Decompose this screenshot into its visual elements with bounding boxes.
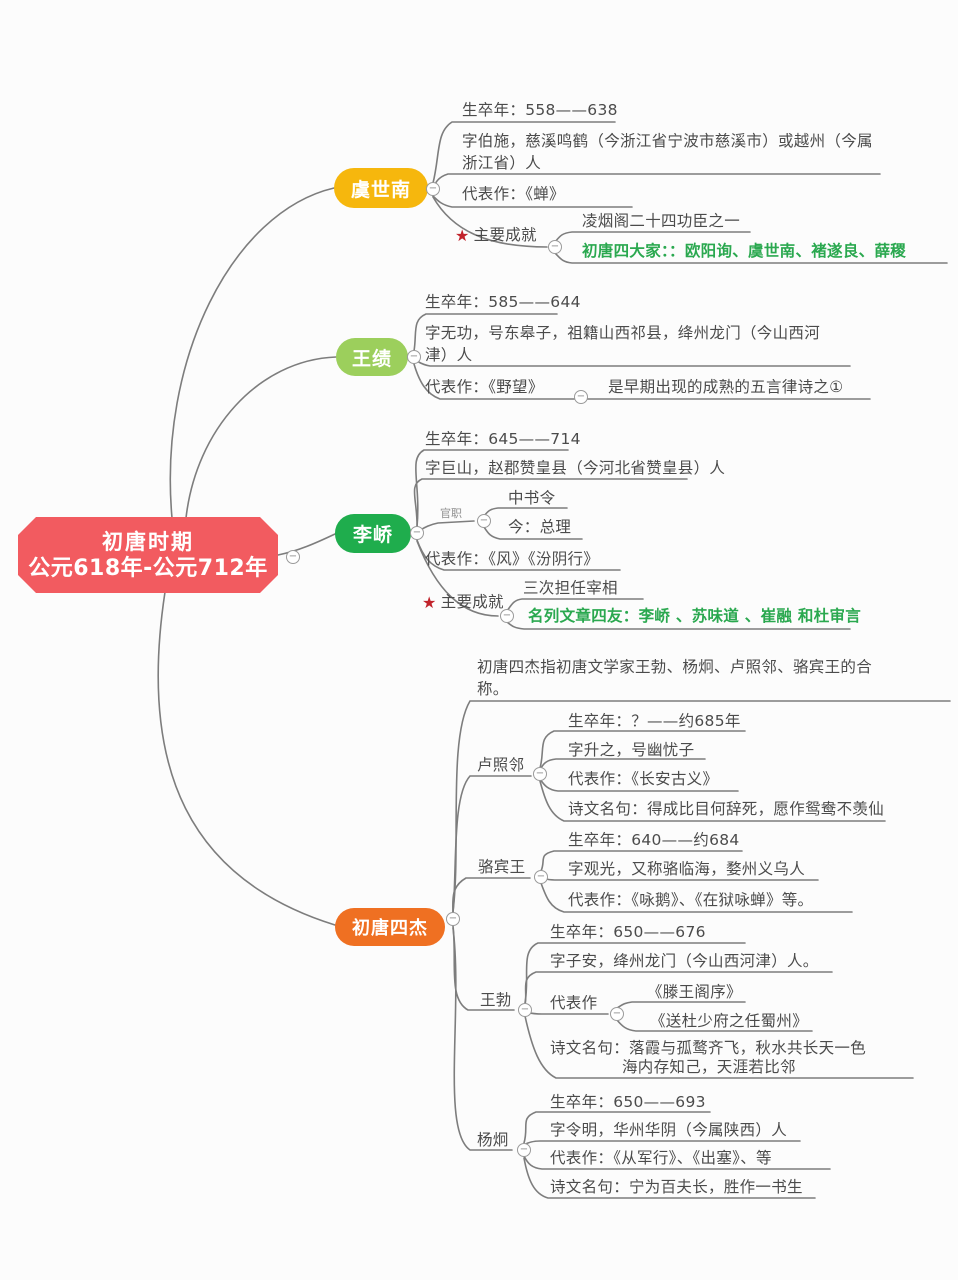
wangbo-dates[interactable]: 生卒年：650——676 <box>550 923 706 941</box>
liqiao-achievement-2[interactable]: 名列文章四友：李峤 、苏味道 、崔融 和杜审言 <box>528 607 862 625</box>
yushinan-bio[interactable]: 字伯施，慈溪鸣鹤（今浙江省宁波市慈溪市）或越州（今属浙江省）人 <box>462 132 873 172</box>
collapse-control-luzhaolin[interactable]: − <box>533 767 547 781</box>
star-icon: ★ <box>455 225 470 245</box>
collapse-control-sijie[interactable]: − <box>446 912 460 926</box>
collapse-control-yushinan-achv[interactable]: − <box>548 240 562 254</box>
sijie-intro[interactable]: 初唐四杰指初唐文学家王勃、杨炯、卢照邻、骆宾王的合称。 <box>477 658 873 698</box>
collapse-control-wangji[interactable]: − <box>407 350 421 364</box>
root-period: 公元618年-公元712年 <box>28 555 268 581</box>
collapse-control-yangjiong[interactable]: − <box>517 1143 531 1157</box>
poet-luzhaolin[interactable]: 卢照邻 <box>477 756 525 774</box>
wangbo-works-label[interactable]: 代表作 <box>550 994 598 1012</box>
yushinan-achievement-topic[interactable]: ★ 主要成就 <box>455 225 537 246</box>
wangbo-zi[interactable]: 字子安，绛州龙门（今山西河津）人。 <box>550 952 819 970</box>
node-yushinan[interactable]: 虞世南 <box>334 168 428 208</box>
liqiao-achievement-topic[interactable]: ★ 主要成就 <box>422 592 504 613</box>
luobinwang-dates[interactable]: 生卒年：640——约684 <box>568 831 740 849</box>
poet-luobinwang[interactable]: 骆宾王 <box>478 858 526 876</box>
luobinwang-works[interactable]: 代表作：《咏鹅》、《在狱咏蝉》等。 <box>568 891 814 909</box>
collapse-control-yushinan[interactable]: − <box>426 182 440 196</box>
luobinwang-zi[interactable]: 字观光，又称骆临海，婺州义乌人 <box>568 860 806 878</box>
yushinan-achievement-1[interactable]: 凌烟阁二十四功臣之一 <box>582 212 741 230</box>
collapse-control-wangji-works[interactable]: − <box>574 390 588 404</box>
collapse-control-liqiao-achv[interactable]: − <box>500 609 514 623</box>
wangbo-quote-line2[interactable]: 海内存知己，天涯若比邻 <box>622 1058 796 1076</box>
wangbo-quote-line1[interactable]: 诗文名句：落霞与孤鹜齐飞，秋水共长天一色 <box>550 1039 867 1057</box>
yushinan-dates[interactable]: 生卒年：558——638 <box>462 101 618 119</box>
root-node[interactable]: 初唐时期 公元618年-公元712年 <box>18 517 278 593</box>
sijie-lines <box>451 700 951 1151</box>
achievement-label: 主要成就 <box>473 226 537 244</box>
wangji-works[interactable]: 代表作：《野望》 <box>425 378 544 396</box>
node-wangji[interactable]: 王绩 <box>336 338 408 376</box>
wangji-dates[interactable]: 生卒年：585——644 <box>425 293 581 311</box>
wangbo-work-1[interactable]: 《滕王阁序》 <box>647 983 742 1001</box>
collapse-control-wangbo-works[interactable]: − <box>610 1007 624 1021</box>
wangji-bio[interactable]: 字无功，号东皋子，祖籍山西祁县，绛州龙门（今山西河津）人 <box>425 324 821 364</box>
poet-wangbo[interactable]: 王勃 <box>480 991 512 1009</box>
collapse-control-wangbo[interactable]: − <box>518 1003 532 1017</box>
luzhaolin-works[interactable]: 代表作：《长安古义》 <box>568 770 719 788</box>
collapse-control-root[interactable]: − <box>286 550 300 564</box>
collapse-control-liqiao-office[interactable]: − <box>477 514 491 528</box>
yangjiong-quote[interactable]: 诗文名句：宁为百夫长，胜作一书生 <box>550 1178 803 1196</box>
root-branch-lines <box>157 187 337 926</box>
liqiao-bio[interactable]: 字巨山，赵郡赞皇县（今河北省赞皇县）人 <box>425 459 726 477</box>
yushinan-achievement-2[interactable]: 初唐四大家：：欧阳询、虞世南、褚遂良、薛稷 <box>582 242 907 260</box>
star-icon: ★ <box>422 592 437 612</box>
yangjiong-zi[interactable]: 字令明，华州华阴（今属陕西）人 <box>550 1121 788 1139</box>
liqiao-office-2[interactable]: 今：总理 <box>508 518 572 536</box>
achievement-label: 主要成就 <box>440 593 504 611</box>
luzhaolin-zi[interactable]: 字升之，号幽忧子 <box>568 741 695 759</box>
collapse-control-liqiao[interactable]: − <box>410 526 424 540</box>
yangjiong-works[interactable]: 代表作：《从军行》、《出塞》、等 <box>550 1149 772 1167</box>
node-sijie[interactable]: 初唐四杰 <box>335 908 445 946</box>
liqiao-works[interactable]: 代表作：《风》《汾阴行》 <box>425 550 600 568</box>
poet-yangjiong[interactable]: 杨炯 <box>477 1131 509 1149</box>
collapse-control-luobinwang[interactable]: − <box>534 870 548 884</box>
luzhaolin-dates[interactable]: 生卒年：？——约685年 <box>568 712 741 730</box>
node-liqiao[interactable]: 李峤 <box>335 514 411 553</box>
liqiao-office-label[interactable]: 官职 <box>440 507 462 520</box>
yangjiong-dates[interactable]: 生卒年：650——693 <box>550 1093 706 1111</box>
liqiao-lines <box>413 449 851 630</box>
wangbo-work-2[interactable]: 《送杜少府之任蜀州》 <box>650 1012 809 1030</box>
luzhaolin-quote[interactable]: 诗文名句：得成比目何辞死，愿作鸳鸯不羡仙 <box>568 800 885 818</box>
wangji-works-note[interactable]: 是早期出现的成熟的五言律诗之① <box>608 378 844 396</box>
liqiao-dates[interactable]: 生卒年：645——714 <box>425 430 581 448</box>
liqiao-achievement-1[interactable]: 三次担任宰相 <box>523 579 618 597</box>
root-title: 初唐时期 <box>102 529 194 554</box>
yushinan-works[interactable]: 代表作：《蝉》 <box>462 185 565 203</box>
liqiao-office-1[interactable]: 中书令 <box>508 489 556 507</box>
